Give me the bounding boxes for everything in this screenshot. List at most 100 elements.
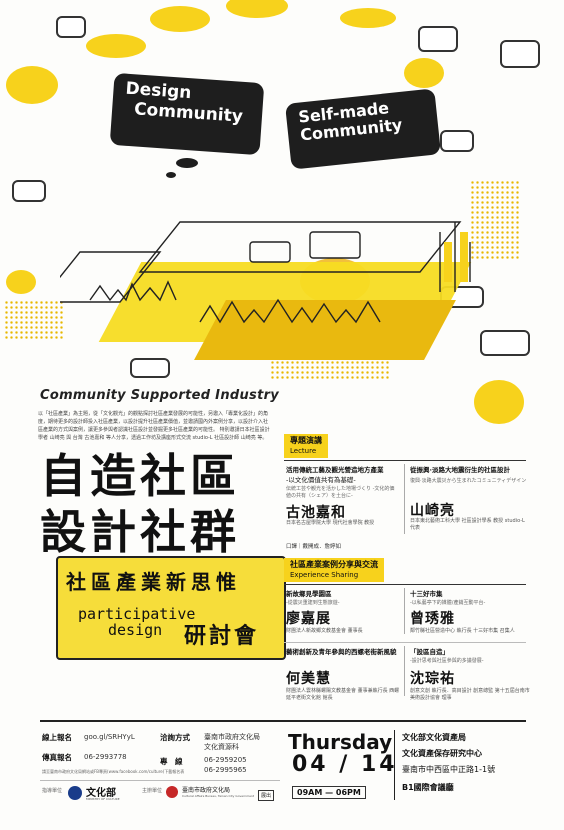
case-3-speaker: 何美慧 xyxy=(286,671,331,687)
venue-org-2: 文化資產保存研究中心 xyxy=(402,749,482,758)
speaker-2-info: 日本東北藝術工科大學 社區設計學系 教授 studio-L 代表 xyxy=(410,518,525,531)
yellow-bubble xyxy=(6,66,58,104)
talk-2-title: 從振興·淡路大地震衍生的社區設計 xyxy=(410,466,510,474)
fax-registration-label: 傳真報名 xyxy=(42,753,72,762)
bottom-divider xyxy=(40,720,526,722)
speech-bubble-outline xyxy=(12,180,46,202)
speech-bubble-outline xyxy=(56,16,86,38)
tainan-logo-en: Cultural Affairs Bureau, Tainan City Gov… xyxy=(182,794,255,798)
sharing-tag-label: 社區產業案例分享與交流 xyxy=(290,560,378,569)
sharing-tag-en: Experience Sharing xyxy=(290,571,359,579)
sharing-tag: 社區產業案例分享與交流 Experience Sharing xyxy=(284,558,384,582)
event-time: 09AM — 06PM xyxy=(292,786,366,799)
case-4-sub: -設計思考與社區參與的多議發展- xyxy=(410,658,484,664)
subtitle-line-1: 社區產業新思惟 xyxy=(66,570,241,594)
phone-2: 06-2995965 xyxy=(204,766,247,774)
yellow-bubble xyxy=(404,58,444,88)
registration-note: 請至臺南市政府文化局網站或FB專頁(www.facebook.com/cultu… xyxy=(42,769,185,774)
title-line-1: 自造社區 xyxy=(40,449,240,503)
ministry-logo-mark xyxy=(68,786,82,800)
time-dash: — xyxy=(325,788,336,797)
yellow-bubble xyxy=(86,34,146,58)
venue-room: B1國際會議廳 xyxy=(402,783,454,792)
dot-pattern-left xyxy=(4,300,64,340)
yellow-bubble xyxy=(474,380,524,424)
contact-value-2: 文化資源科 xyxy=(204,743,239,751)
case-4-speaker: 沈琮祐 xyxy=(410,671,455,687)
talk-2-jp: 復興·淡路大震災から生まれたコミュニティデザイン xyxy=(410,478,527,484)
design-text: design xyxy=(108,621,163,639)
column-divider xyxy=(404,588,405,634)
fax-number: 06-2993778 xyxy=(84,753,127,761)
subtitle-line-2: participative design xyxy=(78,606,195,638)
host-label: 指導單位 xyxy=(42,788,63,794)
lecture-tag-label: 專題演講 xyxy=(290,436,322,445)
tainan-logo: 臺南市政府文化局 Cultural Affairs Bureau, Tainan… xyxy=(166,784,254,804)
lecture-tag: 專題演講 Lecture xyxy=(284,434,328,458)
participative-text: participative xyxy=(78,605,196,623)
self-made-community-bubble: Self-made Community xyxy=(284,88,442,170)
case-3-title: 藝術創新及青年參與的西螺老街新風貌 xyxy=(286,648,397,656)
case-1-sub: -從震災重建到生態旅遊- xyxy=(286,600,340,606)
community-supported-industry-heading: Community Supported Industry xyxy=(40,388,280,403)
intro-paragraph: 以「社區產業」為主題，從「文化觀光」的觀點探討社區產業發展的可能性，另邀入「專業… xyxy=(38,411,270,441)
contact-label: 洽詢方式 xyxy=(160,733,190,742)
stamp: 展出 xyxy=(258,790,275,801)
online-registration-label: 線上報名 xyxy=(42,733,72,742)
yellow-bubble xyxy=(6,270,36,294)
case-1-title: 新故鄉見學園區 xyxy=(286,590,332,598)
design-community-bubble: Design Community xyxy=(109,72,265,156)
yellow-bubble xyxy=(340,8,396,28)
speaker-1-name: 古池嘉和 xyxy=(286,505,346,521)
case-2-sub: -以私藝亭下的媒體/產銷互動平台- xyxy=(410,600,486,606)
online-registration-link[interactable]: goo.gl/SRHYyL xyxy=(84,733,135,741)
case-2-title: 十三好市集 xyxy=(410,590,443,598)
interpreter-line: 口譯｜戴開成．詹婷如 xyxy=(286,544,342,550)
speaker-2-name: 山崎亮 xyxy=(410,503,455,519)
title-line-2: 設計社群 xyxy=(40,505,240,559)
time-end: 06PM xyxy=(335,788,361,797)
venue-org-1: 文化部文化資產局 xyxy=(402,733,466,742)
contact-value-1: 臺南市政府文化局 xyxy=(204,733,260,741)
divider-thin xyxy=(284,642,526,643)
ministry-logo-text: 文化部 xyxy=(86,788,116,799)
talk-1-jp: 伝統工芸や観光を活かした地場づくり -文化的価値の共有（シェア）を土台に- xyxy=(286,486,395,499)
tainan-logo-mark xyxy=(166,786,178,798)
ministry-logo-en: MINISTRY OF CULTURE xyxy=(86,797,120,801)
case-4-title: 「設區自造」 xyxy=(410,648,449,656)
case-3-info: 財團法人雲林縣螺陽文教基金會 董事兼執行長 西螺延平老街文化館 館長 xyxy=(286,688,400,701)
yellow-bubble xyxy=(226,0,288,18)
venue-divider xyxy=(394,730,395,800)
tainan-logo-text: 臺南市政府文化局 xyxy=(182,787,231,794)
talk-1-title: 活用傳統工藝及觀光營造地方產業 xyxy=(286,466,384,474)
dot-pattern-right xyxy=(470,180,520,260)
subtitle-box xyxy=(56,556,286,660)
city-illustration xyxy=(60,221,471,324)
lecture-tag-en: Lecture xyxy=(290,447,317,455)
column-divider xyxy=(404,646,405,696)
ministry-logo: 文化部 MINISTRY OF CULTURE xyxy=(68,784,128,804)
divider xyxy=(284,460,526,461)
speech-bubble-outline xyxy=(130,358,170,378)
speaker-1-info: 日本名古屋學院大學 現代社會學院 教授 xyxy=(286,520,375,526)
divider xyxy=(284,584,526,585)
phone-label: 專 線 xyxy=(160,757,183,766)
organizer-label: 主辦單位 xyxy=(142,788,163,794)
case-4-info: 創意文創 執行長．高目設計 創意總監 第十五屆台南市美術設計協會 理事 xyxy=(410,688,530,701)
phone-1: 06-2959205 xyxy=(204,756,247,764)
yellow-bubble xyxy=(150,6,210,32)
speech-bubble-outline xyxy=(418,26,458,52)
speech-bubble-outline xyxy=(440,130,474,152)
venue-address: 臺南市中西區中正路1-1號 xyxy=(402,765,496,774)
case-2-speaker: 曾琇雅 xyxy=(410,611,455,627)
subtitle-line-3: 研討會 xyxy=(184,624,260,649)
case-1-speaker: 廖嘉展 xyxy=(286,611,331,627)
speech-bubble-outline xyxy=(480,330,530,356)
speech-bubble-outline xyxy=(500,40,540,68)
column-divider xyxy=(404,464,405,534)
thought-dots xyxy=(176,158,198,168)
event-date: 04 / 14 xyxy=(292,752,398,777)
event-day: Thursday xyxy=(288,730,393,754)
talk-1-subtitle: -以文化價值共有為基礎- xyxy=(286,476,356,484)
